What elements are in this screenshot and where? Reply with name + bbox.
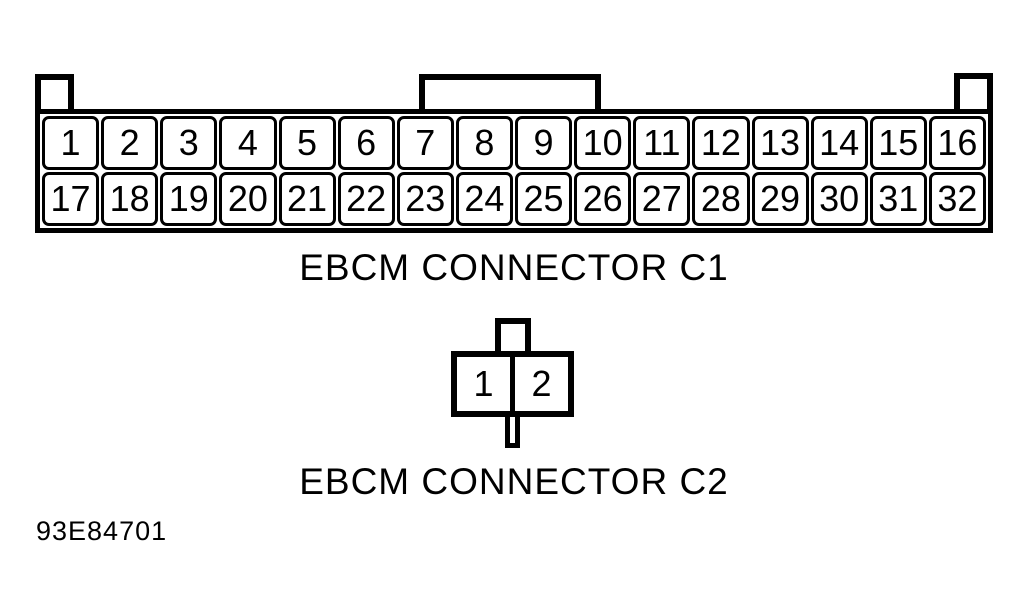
pin-cell: 18 [101, 172, 159, 226]
pin-cell: 16 [928, 116, 986, 170]
pin-cell: 2 [510, 357, 568, 411]
pin-cell: 26 [574, 172, 632, 226]
pin-cell: 2 [101, 116, 159, 170]
pin-cell: 1 [42, 116, 100, 170]
pin-cell: 5 [278, 116, 336, 170]
pin-cell: 14 [810, 116, 868, 170]
pin-cell: 22 [337, 172, 395, 226]
pin-cell: 21 [278, 172, 336, 226]
pin-cell: 32 [928, 172, 986, 226]
pin-cell: 13 [751, 116, 809, 170]
pin-cell: 8 [455, 116, 513, 170]
pin-cell: 11 [633, 116, 691, 170]
pin-cell: 20 [219, 172, 277, 226]
pin-cell: 29 [751, 172, 809, 226]
c2-caption: EBCM CONNECTOR C2 [299, 461, 729, 502]
pin-cell: 28 [692, 172, 750, 226]
pin-cell: 6 [337, 116, 395, 170]
pin-cell: 9 [515, 116, 573, 170]
pin-cell: 25 [515, 172, 573, 226]
pin-cell: 1 [473, 363, 494, 404]
pin-cell: 30 [810, 172, 868, 226]
c1-caption: EBCM CONNECTOR C1 [299, 247, 729, 288]
pin-cell: 31 [869, 172, 927, 226]
pin-cell: 10 [574, 116, 632, 170]
pin-cell: 12 [692, 116, 750, 170]
pin-cell: 7 [396, 116, 454, 170]
pin-cell: 17 [42, 172, 100, 226]
figure-id-code: 93E84701 [36, 516, 168, 546]
c2-bottom-stub [505, 413, 520, 448]
pin-cell: 24 [455, 172, 513, 226]
pin-cell: 4 [219, 116, 277, 170]
pin-cell: 19 [160, 172, 218, 226]
pin-cell: 27 [633, 172, 691, 226]
pin-cell: 23 [396, 172, 454, 226]
pin-cell: 3 [160, 116, 218, 170]
pin-cell: 15 [869, 116, 927, 170]
